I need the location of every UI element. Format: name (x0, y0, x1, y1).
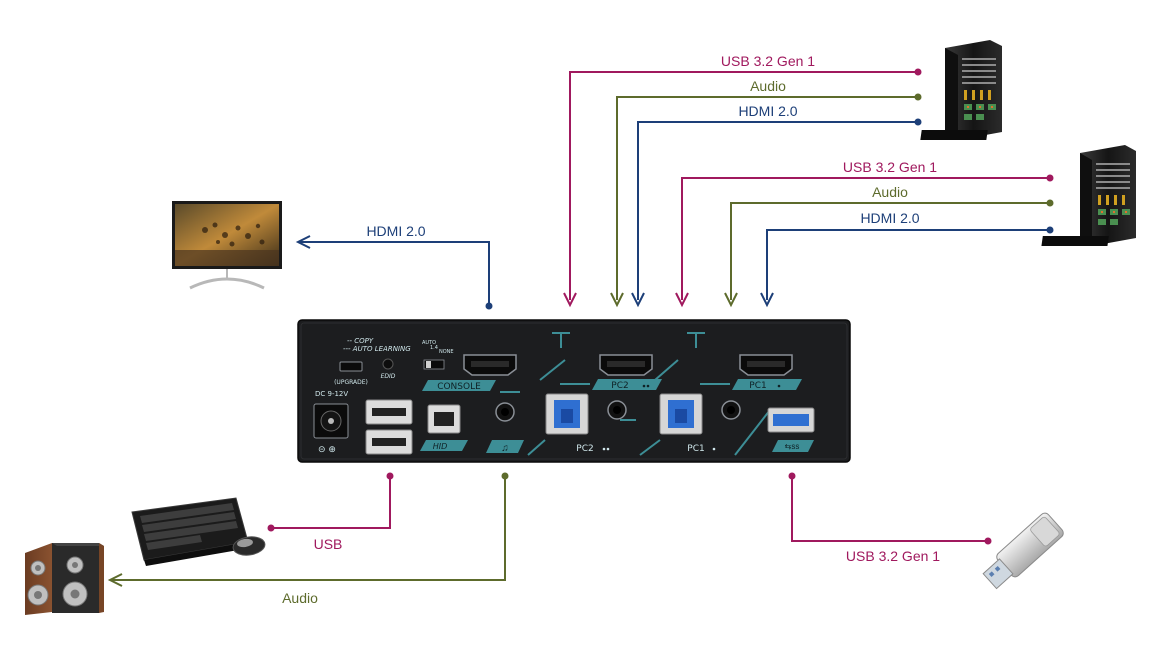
monitor-hdmi-cable (300, 241, 490, 306)
pc2-hdmi-tab-label: PC2 (611, 381, 628, 391)
pc1-audio-jack (721, 400, 741, 420)
auto-learning-legend: --- AUTO LEARNING (343, 345, 411, 353)
edid-mode-switch (423, 359, 445, 370)
console-port-label: CONSOLE (437, 382, 481, 392)
headphone-icon: ♫ (501, 443, 509, 454)
hid-usb-port (427, 404, 461, 434)
copy-legend: -- COPY (347, 337, 374, 345)
mouse-icon (232, 536, 266, 556)
pc1-audio-label: Audio (872, 184, 908, 200)
edid-label: EDID (381, 373, 396, 380)
dc-power-label: DC 9-12V (315, 390, 348, 398)
console-usb-ports (365, 399, 413, 455)
pc2-hdmi-port (599, 354, 653, 376)
pc1-audio-cable (730, 202, 1050, 300)
none-switch-label: NONE (439, 349, 454, 355)
pc2-tower-server-icon (920, 40, 1002, 140)
pc1-usb-cable (681, 177, 1050, 300)
pc2-usb-cable (569, 71, 918, 300)
console-audio-jack (495, 402, 515, 422)
speaker-icon (25, 543, 104, 615)
pc1-hdmi-tab-label: PC1 (749, 381, 766, 391)
monitor-hdmi-label: HDMI 2.0 (366, 223, 425, 239)
pc2-usb-b-port (545, 393, 589, 435)
kvm-back-panel: CONSOLE PC2 PC1 -- COPY --- AUTO LEARNIN… (297, 319, 851, 463)
pc2-usb-label: USB 3.2 Gen 1 (721, 53, 815, 69)
keyboard-usb-label: USB (314, 536, 343, 552)
pc2-audio-label: Audio (750, 78, 786, 94)
dc-polarity-icon: ⊝ ⊕ (318, 445, 336, 455)
pc2-audio-jack (607, 400, 627, 420)
speaker-audio-cable (112, 476, 506, 581)
pc1-hdmi-port (739, 354, 793, 376)
monitor-icon (172, 201, 282, 290)
keyboard-icon (131, 497, 250, 566)
pc1-hdmi-cable (766, 229, 1050, 300)
upgrade-mini-usb-port (339, 361, 363, 372)
usb3-hub-port (767, 407, 815, 433)
pc2-audio-cable (616, 96, 918, 300)
pc1-hdmi-label: HDMI 2.0 (860, 210, 919, 226)
edid-button (382, 358, 394, 370)
console-hdmi-port (463, 354, 517, 376)
pc2-cables (563, 68, 922, 308)
usb-drive-cable (791, 476, 988, 542)
auto-switch-label: AUTO (422, 340, 436, 346)
usb-drive-label: USB 3.2 Gen 1 (846, 548, 940, 564)
pc1-usb-label-panel: PC1 (687, 444, 704, 454)
pc1-cables (675, 174, 1054, 308)
upgrade-label: (UPGRADE) (334, 379, 368, 386)
usb-symbol-icon: ⇆ss (785, 442, 800, 451)
pc1-usb-b-port (659, 393, 703, 435)
pc1-usb-label: USB 3.2 Gen 1 (843, 159, 937, 175)
usb-drive-icon (982, 512, 1064, 590)
v14-switch-label: 1.4 (430, 345, 438, 351)
speaker-audio-label: Audio (282, 590, 318, 606)
hid-label: HID (433, 442, 448, 451)
pc2-usb-label-panel: PC2 (576, 444, 593, 454)
keyboard-usb-cable (271, 476, 391, 529)
pc2-hdmi-cable (637, 121, 918, 300)
pc2-hdmi-label: HDMI 2.0 (738, 103, 797, 119)
pc1-tower-server-icon (1041, 145, 1136, 246)
